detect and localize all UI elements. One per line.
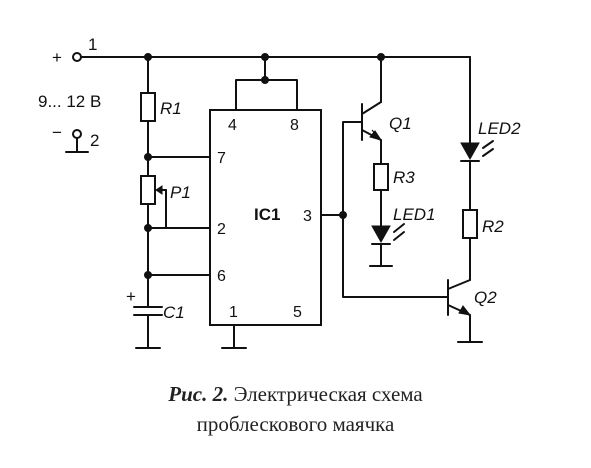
terminal-2-circle <box>72 129 82 139</box>
figure-caption-text-1: Электрическая схема <box>233 382 423 406</box>
led2-ray-icon <box>482 148 494 157</box>
p1-label: P1 <box>170 183 191 202</box>
ic1-label: IC1 <box>254 205 280 224</box>
wire-pin4-8-bridge <box>235 79 298 111</box>
power-terminals: + 1 9... 12 B − 2 <box>38 35 101 153</box>
figure-caption-line-2: проблескового маячка <box>0 412 591 437</box>
p1-body <box>140 175 156 205</box>
led2-diode-icon <box>460 142 480 161</box>
led2-ray-icon <box>482 140 494 149</box>
capacitor-c1: + C1 <box>126 287 185 349</box>
led-led2: LED2 <box>460 119 521 162</box>
ic1-pin6-label: 6 <box>217 268 226 285</box>
junction-dot <box>144 53 152 61</box>
q1-emitter-arrowhead-icon <box>369 130 383 141</box>
transistor-q2: Q2 <box>447 279 497 343</box>
terminal-1-circle <box>72 52 82 62</box>
ic1-pin3-label: 3 <box>303 208 312 225</box>
q2-collector-leg <box>447 279 471 290</box>
led1-label: LED1 <box>393 205 436 224</box>
led2-label: LED2 <box>478 119 521 138</box>
p1-wiper-arrow-icon <box>155 185 163 195</box>
r1-body <box>140 92 156 122</box>
r3-label: R3 <box>393 168 415 187</box>
junction-dot <box>261 53 269 61</box>
junction-dot <box>144 271 152 279</box>
ic1-pin1-label: 1 <box>229 304 238 321</box>
ic1-pin5-label: 5 <box>293 304 302 321</box>
ic1-pin2-label: 2 <box>217 221 226 238</box>
supply-voltage-label: 9... 12 B <box>38 92 101 111</box>
led1-ray-icon <box>393 223 405 233</box>
junction-dot <box>144 224 152 232</box>
led-led1: LED1 <box>369 205 436 267</box>
r1-label: R1 <box>160 99 182 118</box>
figure-caption-text-2: проблескового маячка <box>196 412 395 436</box>
junction-dot <box>261 76 269 84</box>
r2-body <box>462 209 478 239</box>
terminal-2-label: 2 <box>90 131 99 150</box>
wire-q1-base <box>342 121 363 216</box>
terminal-plus-sign: + <box>52 48 62 67</box>
ic1-body <box>209 109 322 326</box>
ic1-pin4-label: 4 <box>228 117 237 134</box>
junction-dot <box>377 53 385 61</box>
q1-label: Q1 <box>389 114 412 133</box>
junction-dot <box>144 153 152 161</box>
r3-body <box>373 163 389 191</box>
q2-label: Q2 <box>474 288 497 307</box>
ic1-pin8-label: 8 <box>290 117 299 134</box>
led1-ray-icon <box>393 231 405 241</box>
q1-collector-leg <box>361 101 382 115</box>
wire-q2-base <box>342 214 449 298</box>
c1-polarity: + <box>126 287 136 306</box>
resistor-r2: R2 <box>462 209 504 239</box>
junction-dot <box>339 211 347 219</box>
ic1-chip: IC1 4 8 7 2 6 1 5 3 <box>209 109 322 349</box>
ic1-pin7-label: 7 <box>217 150 226 167</box>
figure-caption-prefix: Рис. 2. <box>168 382 229 406</box>
led1-diode-icon <box>371 225 391 244</box>
r2-label: R2 <box>482 217 504 236</box>
c1-label: C1 <box>163 303 185 322</box>
q2-emitter-arrowhead-icon <box>458 305 472 316</box>
terminal-minus-sign: − <box>52 123 62 142</box>
junctions <box>144 53 385 279</box>
resistor-r3: R3 <box>373 163 415 191</box>
c1-gap-mask <box>132 307 164 315</box>
potentiometer-p1: P1 <box>140 175 191 205</box>
resistor-r1: R1 <box>140 92 182 122</box>
figure-caption-line-1: Рис. 2. Электрическая схема <box>0 382 591 407</box>
terminal-1-label: 1 <box>88 35 97 54</box>
transistor-q1: Q1 <box>361 101 412 141</box>
